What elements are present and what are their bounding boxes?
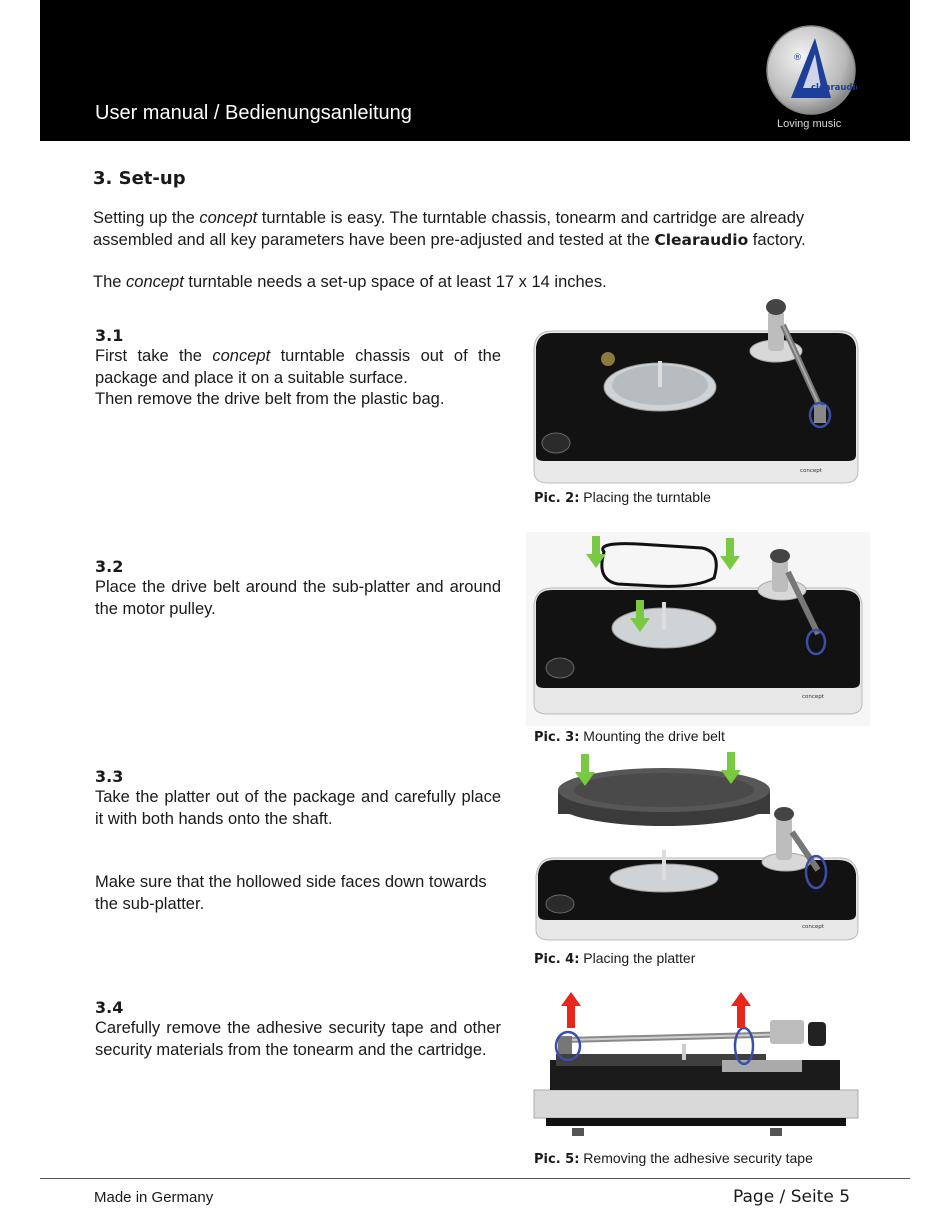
up-arrow-icon	[731, 992, 751, 1028]
header-slogan: Loving music	[777, 118, 842, 130]
step-text: Carefully remove the adhesive security t…	[95, 1019, 501, 1059]
header-title: User manual / Bedienungsanleitung	[95, 102, 412, 124]
logo-registered-mark: ®	[793, 53, 802, 63]
intro-paragraph-2: The concept turntable needs a set-up spa…	[93, 273, 607, 291]
security-tape-image	[533, 992, 859, 1136]
device-label: concept	[800, 468, 823, 474]
footer-made-in: Made in Germany	[94, 1189, 214, 1206]
step-text-2: Then remove the drive belt from the plas…	[95, 390, 445, 408]
down-arrow-icon	[721, 752, 741, 784]
down-arrow-icon	[720, 538, 740, 570]
step-text: Place the drive belt around the sub-plat…	[95, 578, 501, 618]
section-heading: 3. Set-up	[93, 168, 186, 189]
page-number: Page / Seite 5	[733, 1187, 851, 1207]
step-3-1: 3.1 First take the concept turntable cha…	[95, 326, 501, 411]
platter-image: concept	[535, 752, 859, 941]
step-text: Take the platter out of the package and …	[95, 788, 501, 828]
clearaudio-logo: ® clearaudio	[766, 25, 857, 115]
caption-pic-4: Pic. 4: Placing the platter	[534, 950, 696, 967]
step-3-4: 3.4 Carefully remove the adhesive securi…	[95, 998, 501, 1061]
caption-pic-3: Pic. 3: Mounting the drive belt	[534, 728, 725, 745]
step-number: 3.4	[95, 998, 124, 1017]
caption-pic-5: Pic. 5: Removing the adhesive security t…	[534, 1150, 813, 1167]
turntable-image: concept	[533, 299, 859, 484]
step-text: First take the concept turntable chassis…	[95, 347, 501, 387]
step-number: 3.3	[95, 767, 124, 786]
down-arrow-icon	[586, 536, 606, 568]
step-3-3: 3.3 Take the platter out of the package …	[95, 767, 501, 915]
step-number: 3.2	[95, 557, 124, 576]
intro-text: Setting up the concept turntable is easy…	[93, 208, 863, 294]
device-label: concept	[802, 694, 825, 700]
step-3-2: 3.2 Place the drive belt around the sub-…	[95, 557, 501, 620]
footer-divider	[40, 1178, 910, 1179]
page-header: User manual / Bedienungsanleitung ® clea…	[40, 0, 910, 141]
down-arrow-icon	[575, 754, 595, 786]
caption-pic-2: Pic. 2: Placing the turntable	[534, 489, 711, 506]
up-arrow-icon	[561, 992, 581, 1028]
step-number: 3.1	[95, 326, 124, 345]
logo-text: clearaudio	[811, 83, 857, 93]
intro-paragraph-1: Setting up the concept turntable is easy…	[93, 209, 806, 249]
down-arrow-icon	[630, 600, 650, 632]
drive-belt-image: concept	[526, 532, 870, 726]
step-text-2: Make sure that the hollowed side faces d…	[95, 873, 487, 913]
device-label: concept	[802, 924, 825, 930]
